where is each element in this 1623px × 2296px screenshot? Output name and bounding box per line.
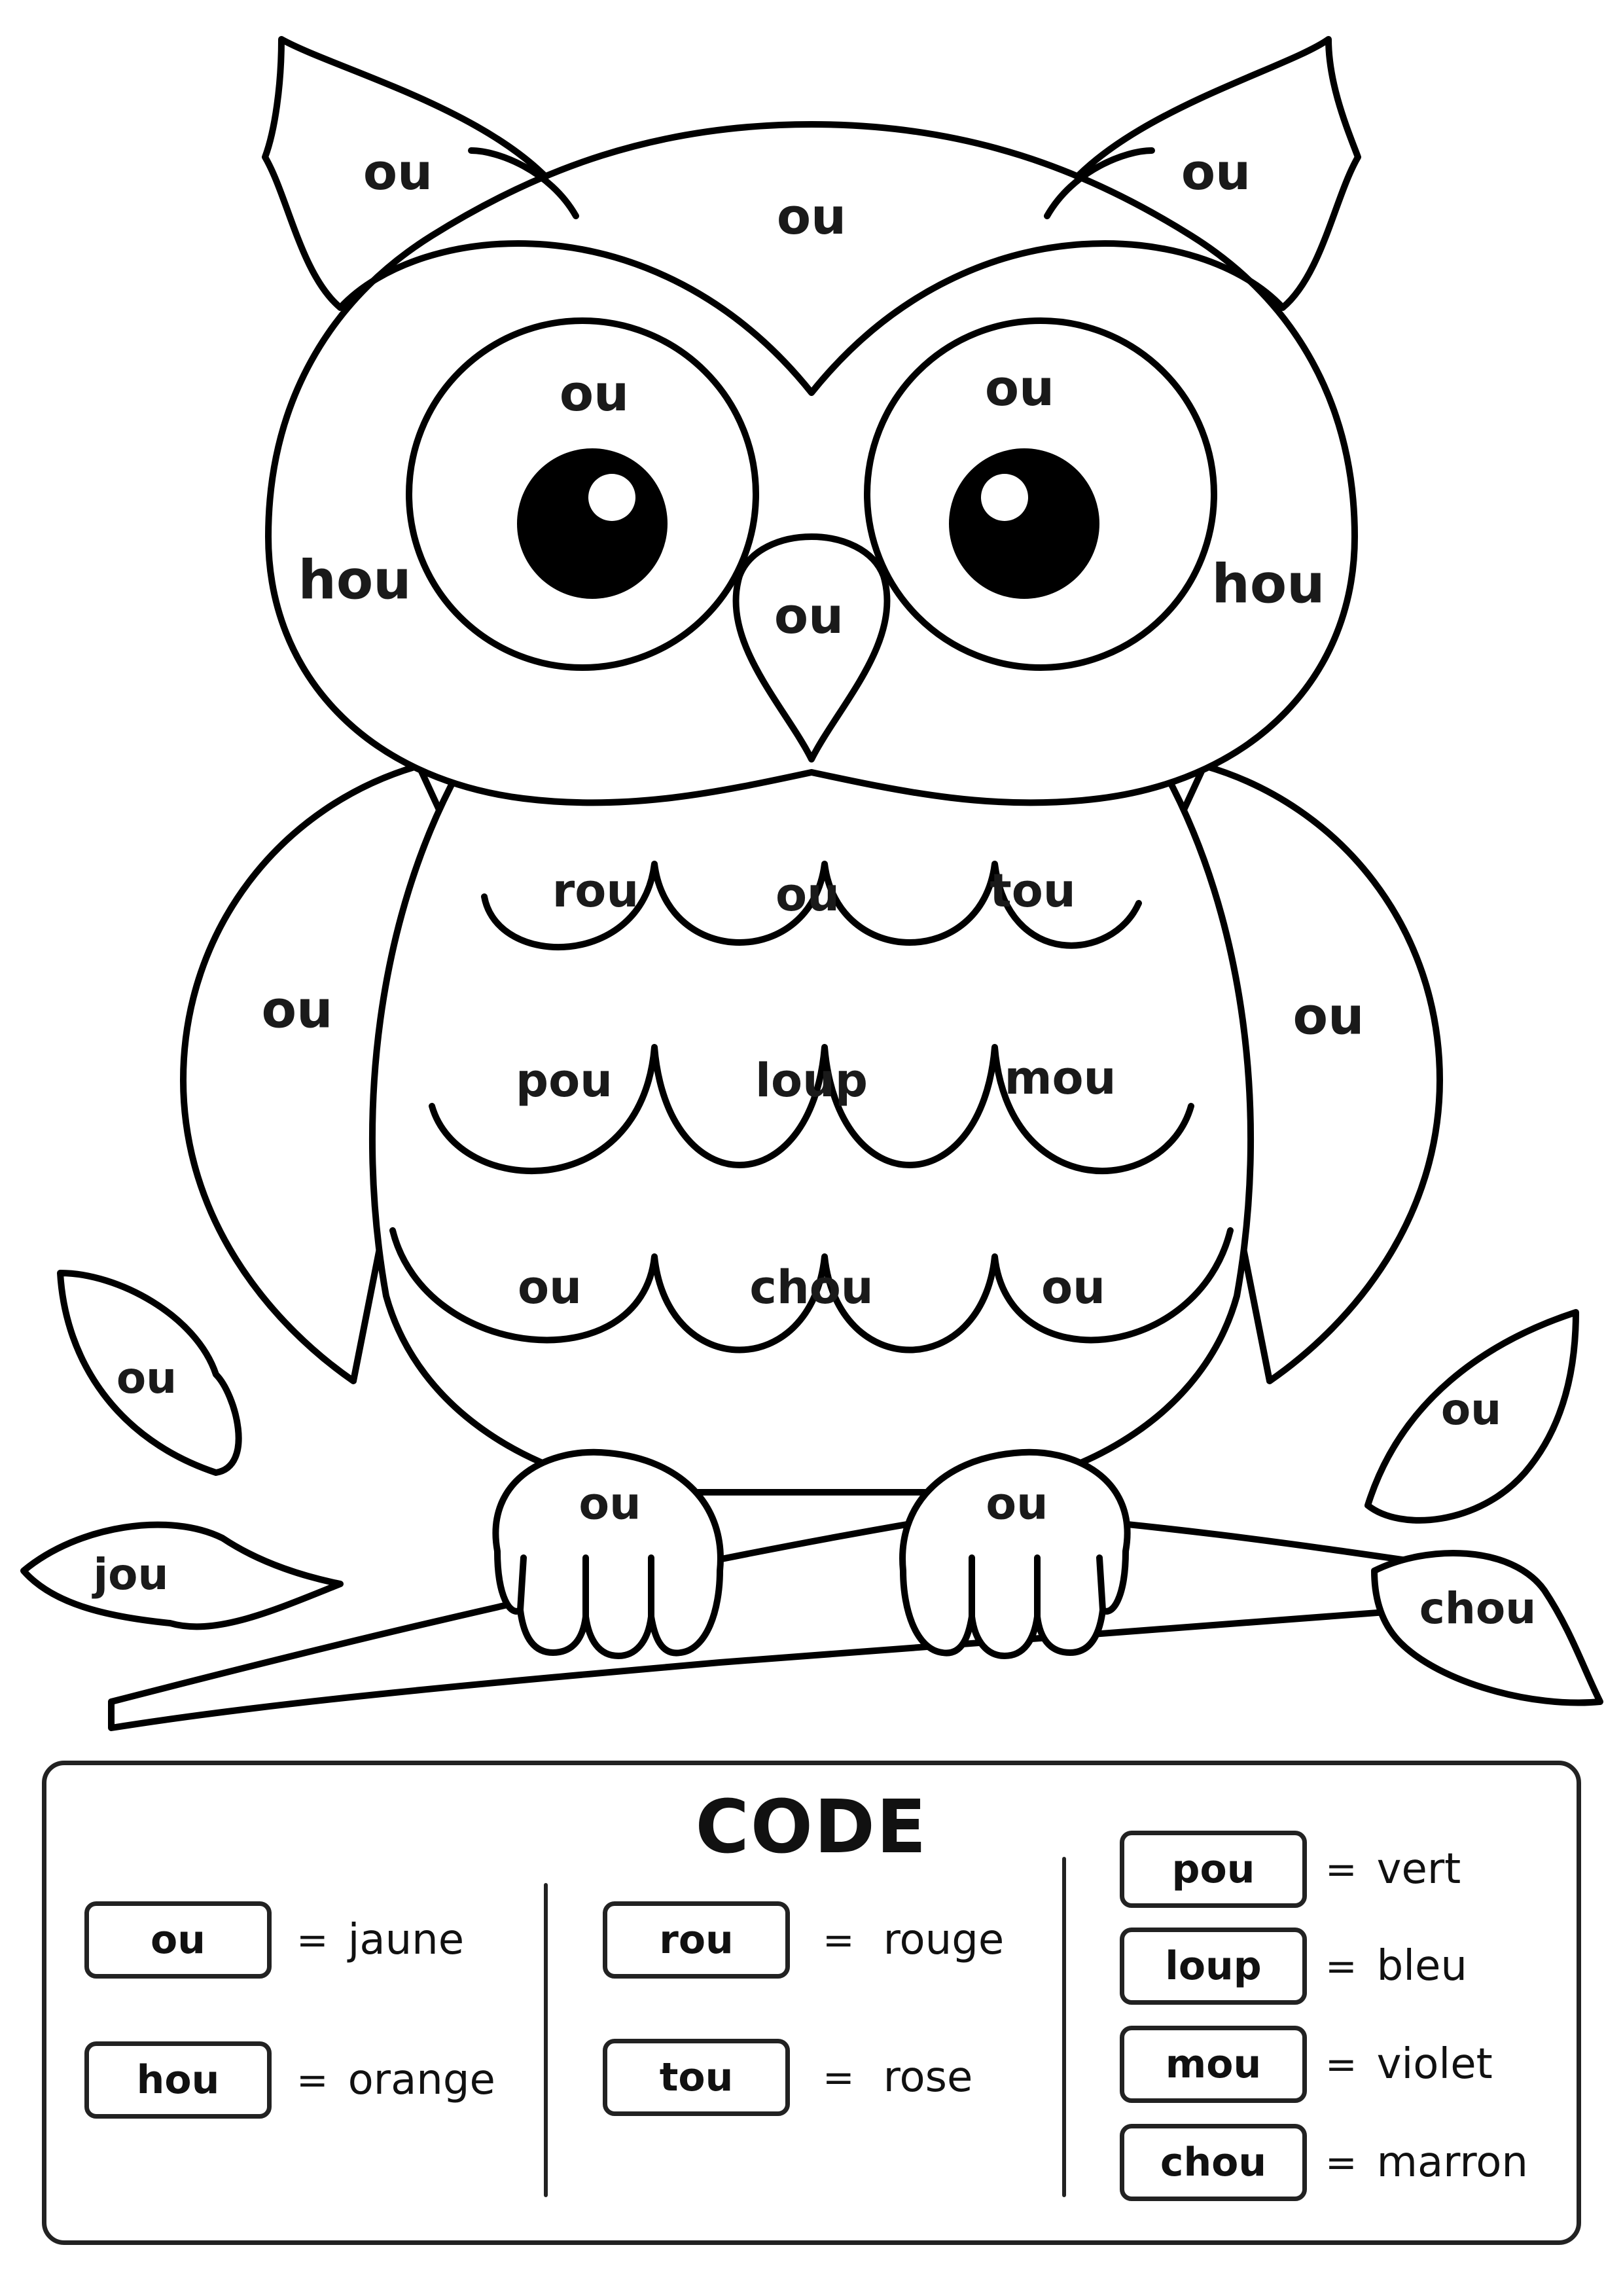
branch (108, 1509, 1502, 1731)
label-feather-r3-3: ou (1041, 1261, 1105, 1314)
legend-key: mou (1120, 2026, 1307, 2103)
wing-left (180, 762, 461, 1384)
label-cheek-left: hou (298, 549, 411, 611)
label-foot-right: ou (986, 1479, 1048, 1530)
label-cheek-right: hou (1211, 553, 1325, 615)
legend-entry-mou: mou = violet (1120, 2026, 1493, 2103)
foot-right (899, 1448, 1131, 1659)
legend-color-name: orange (348, 2056, 495, 2104)
label-ear-right: ou (1181, 143, 1251, 201)
legend-equals: = (296, 2058, 329, 2102)
legend-title: CODE (695, 1785, 928, 1870)
legend-color-name: rose (883, 2053, 973, 2102)
label-feather-r2-2: loup (755, 1054, 868, 1107)
leaf-left-top (57, 1270, 242, 1476)
feather-row-2 (429, 1044, 1194, 1174)
legend-key: chou (1120, 2124, 1307, 2201)
legend-key: pou (1120, 1831, 1307, 1908)
legend-color-name: bleu (1376, 1942, 1467, 1990)
leaf-left-bottom (20, 1521, 344, 1630)
pupil-shine-left (588, 474, 635, 521)
leaf-right-bottom (1371, 1550, 1603, 1706)
pupil-right (949, 448, 1099, 599)
legend-entry-ou: ou = jaune (84, 1901, 464, 1979)
label-leaf-right-bottom: chou (1419, 1583, 1536, 1634)
label-wing-right: ou (1293, 987, 1364, 1046)
pupil-left (517, 448, 668, 599)
legend-equals: = (296, 1918, 329, 1962)
legend-color-name: rouge (883, 1916, 1005, 1964)
legend-key: rou (603, 1901, 790, 1979)
label-feather-r2-1: pou (516, 1054, 613, 1107)
legend-key: loup (1120, 1928, 1307, 2005)
legend-key: ou (84, 1901, 272, 1979)
leaf-right-top (1364, 1309, 1579, 1524)
label-feather-r1-2: ou (776, 868, 840, 922)
foot-left-toes (517, 1554, 654, 1620)
pupil-shine-right (981, 474, 1028, 521)
label-feather-r1-1: rou (552, 864, 639, 918)
legend-entry-loup: loup = bleu (1120, 1928, 1467, 2005)
legend-divider-1 (544, 1883, 548, 2197)
label-forehead: ou (777, 187, 846, 245)
label-eye-left: ou (560, 364, 629, 422)
legend-key: hou (84, 2041, 272, 2119)
legend-color-name: vert (1376, 1845, 1461, 1893)
beak (732, 533, 891, 762)
legend-entry-tou: tou = rose (603, 2039, 972, 2116)
legend-equals: = (1325, 1847, 1357, 1892)
legend-entry-hou: hou = orange (84, 2041, 495, 2119)
legend-entry-rou: rou = rouge (603, 1901, 1004, 1979)
label-ear-left: ou (363, 143, 433, 201)
legend-equals: = (1325, 2042, 1357, 2087)
ear-divider-left (468, 147, 579, 219)
label-feather-r3-2: chou (749, 1261, 873, 1314)
label-feather-r1-3: tou (990, 864, 1075, 918)
feather-row-1 (481, 861, 1142, 950)
label-foot-left: ou (579, 1479, 641, 1530)
legend-entry-pou: pou = vert (1120, 1831, 1461, 1908)
legend-color-name: marron (1376, 2138, 1528, 2187)
label-leaf-left-top: ou (116, 1353, 177, 1403)
legend-equals: = (1325, 2140, 1357, 2185)
label-eye-right: ou (985, 359, 1054, 417)
foot-left (492, 1448, 724, 1659)
ear-divider-right (1044, 147, 1155, 219)
legend-equals: = (823, 2055, 855, 2100)
legend-color-name: jaune (348, 1916, 465, 1964)
legend-divider-2 (1062, 1857, 1066, 2197)
feather-row-3 (389, 1227, 1234, 1354)
label-beak: ou (774, 586, 844, 645)
color-code-legend: CODE ou = jaune hou = orange rou = rouge… (42, 1761, 1581, 2245)
label-leaf-right-top: ou (1441, 1384, 1501, 1435)
legend-equals: = (1325, 1944, 1357, 1988)
legend-key: tou (603, 2039, 790, 2116)
legend-equals: = (823, 1918, 855, 1962)
legend-entry-chou: chou = marron (1120, 2124, 1528, 2201)
legend-color-name: violet (1376, 2040, 1493, 2089)
label-wing-left: ou (261, 980, 332, 1039)
label-feather-r3-1: ou (518, 1261, 582, 1314)
foot-right-toes (969, 1554, 1106, 1620)
label-leaf-left-bottom: jou (92, 1549, 169, 1600)
wing-right (1162, 762, 1443, 1384)
label-feather-r2-3: mou (1005, 1051, 1116, 1105)
face-outline (337, 240, 1286, 396)
